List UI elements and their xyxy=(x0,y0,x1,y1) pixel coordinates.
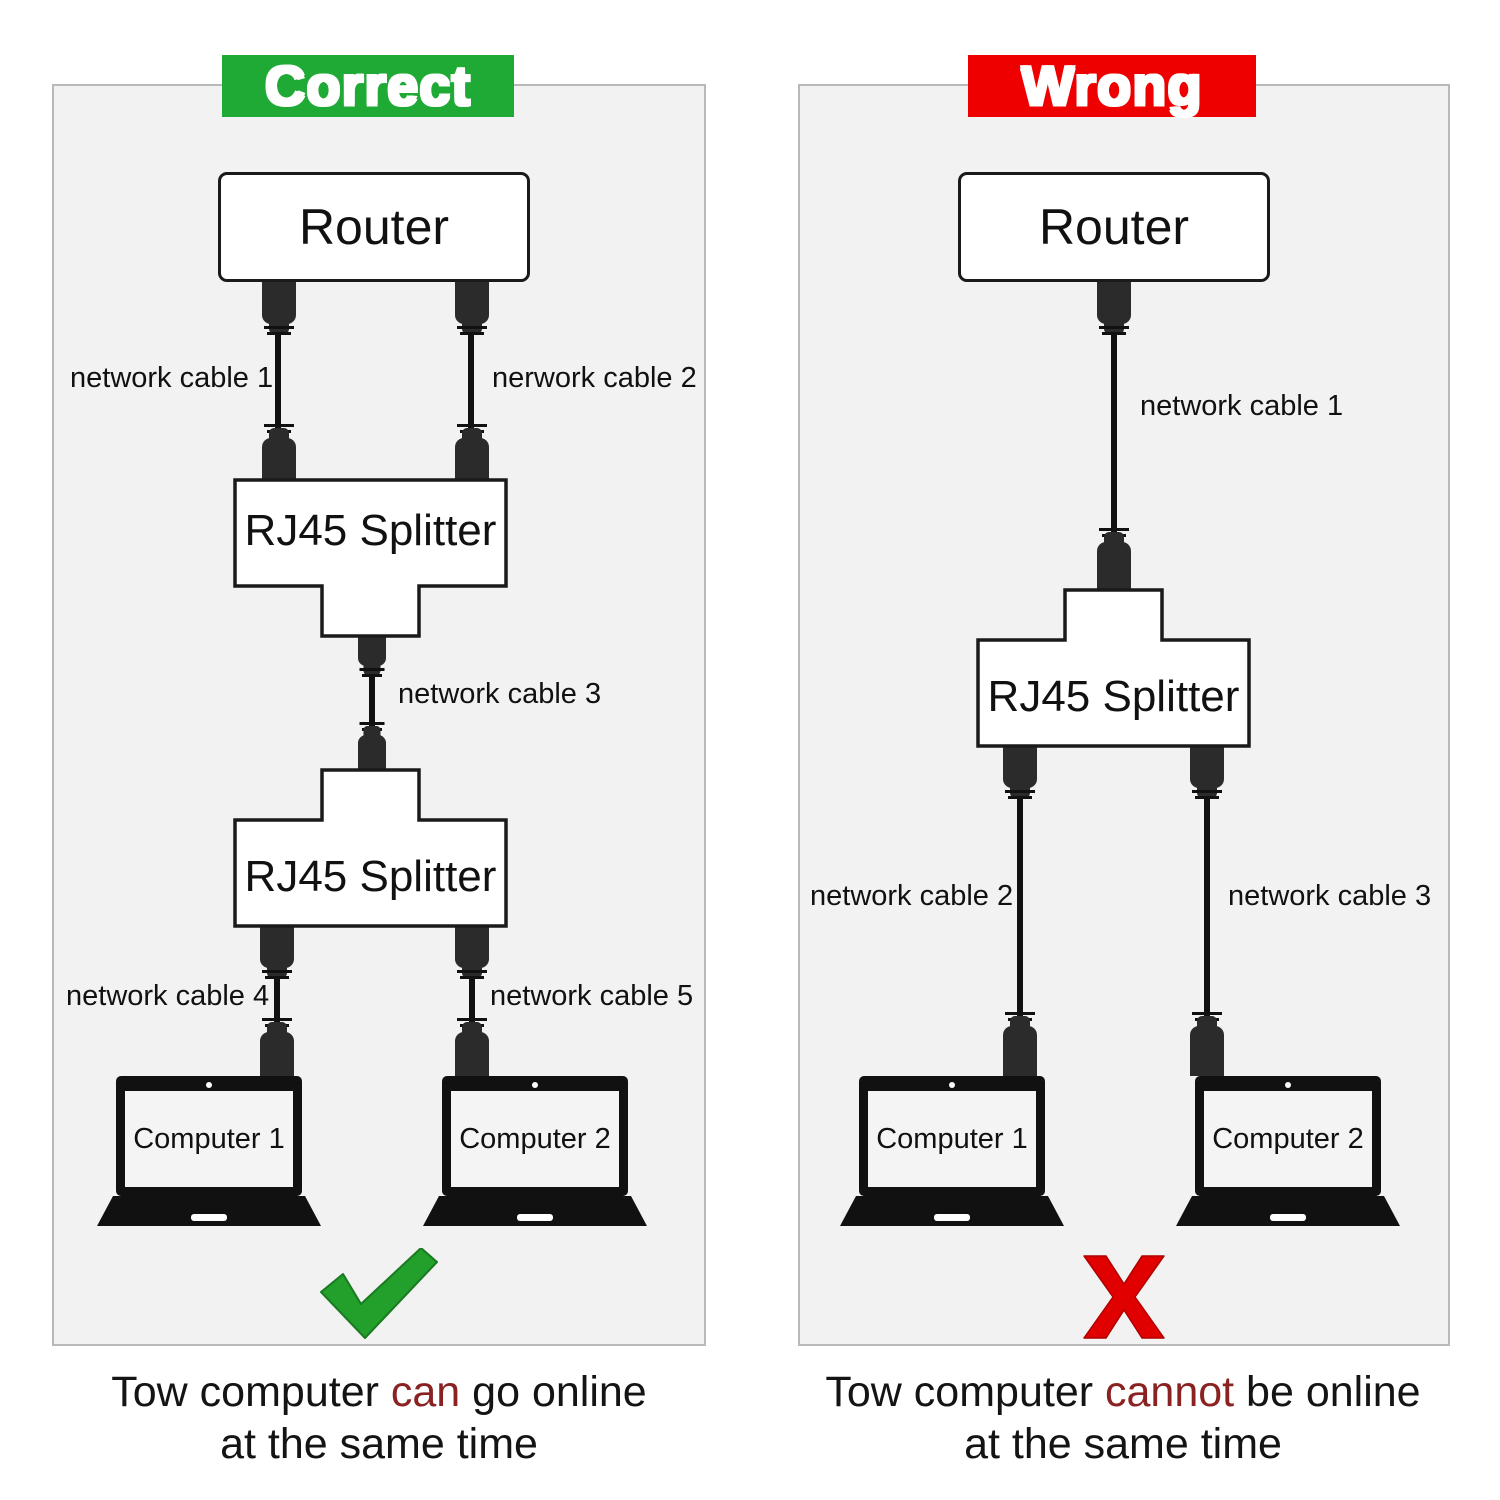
wrong-splitter-label: RJ45 Splitter xyxy=(987,672,1240,721)
cable-3-correct-wire xyxy=(369,674,375,730)
correct-splitter-bottom-label: RJ45 Splitter xyxy=(244,852,497,901)
laptop-lid: Computer 2 xyxy=(1195,1076,1381,1196)
plug-splitter-right-wrong xyxy=(1190,744,1224,799)
webcam-icon xyxy=(532,1082,538,1088)
plug-splitter2-left-correct xyxy=(260,924,294,979)
caption-line1-highlight: cannot xyxy=(1105,1368,1235,1416)
laptop-screen-label: Computer 2 xyxy=(451,1091,619,1187)
cable-5-correct-wire xyxy=(469,976,475,1026)
correct-caption-line1: Tow computer can go online xyxy=(52,1366,706,1418)
plug-router-left-correct xyxy=(262,282,296,335)
x-mark-icon xyxy=(1082,1254,1166,1340)
laptop-base xyxy=(423,1196,647,1226)
laptop-screen-label: Computer 1 xyxy=(125,1091,293,1187)
cable-1-correct-wire xyxy=(275,332,281,434)
plug-computer2-wrong xyxy=(1190,1012,1224,1076)
webcam-icon xyxy=(206,1082,212,1088)
laptop-base xyxy=(840,1196,1064,1226)
laptop-lid: Computer 2 xyxy=(442,1076,628,1196)
wrong-router-box: Router xyxy=(958,172,1270,282)
correct-splitter-top-label: RJ45 Splitter xyxy=(244,506,497,555)
cable-label-2-correct: nerwork cable 2 xyxy=(492,362,697,394)
caption-line1-before: Tow computer xyxy=(825,1368,1105,1416)
wrong-badge: Wrong xyxy=(968,55,1256,117)
check-mark-icon xyxy=(317,1248,441,1340)
cable-label-3-wrong: network cable 3 xyxy=(1228,880,1432,912)
laptop-computer2-wrong: Computer 2 xyxy=(1176,1076,1400,1226)
correct-badge: Correct xyxy=(222,55,514,117)
laptop-computer1-wrong: Computer 1 xyxy=(840,1076,1064,1226)
plug-router-wrong xyxy=(1097,282,1131,335)
cable-label-5-correct: network cable 5 xyxy=(490,980,694,1012)
laptop-screen-label: Computer 1 xyxy=(868,1091,1036,1187)
cable-label-4-correct: network cable 4 xyxy=(66,980,270,1012)
wrong-caption-line1: Tow computer cannot be online xyxy=(796,1366,1450,1418)
cable-3-wrong-wire xyxy=(1204,796,1210,1018)
laptop-base xyxy=(97,1196,321,1226)
cable-label-1-wrong: network cable 1 xyxy=(1140,390,1344,422)
plug-splitter-in-wrong xyxy=(1097,528,1131,592)
correct-router-box: Router xyxy=(218,172,530,282)
cable-2-correct-wire xyxy=(468,332,474,434)
plug-splitter2-right-correct xyxy=(455,924,489,979)
plug-computer1-correct xyxy=(260,1018,294,1076)
correct-splitter-bottom: RJ45 Splitter xyxy=(233,768,508,928)
webcam-icon xyxy=(1285,1082,1291,1088)
wrong-splitter: RJ45 Splitter xyxy=(976,588,1251,748)
correct-caption: Tow computer can go online at the same t… xyxy=(52,1366,706,1471)
wrong-caption-line2: at the same time xyxy=(964,1420,1282,1469)
cable-1-wrong-wire xyxy=(1111,332,1117,536)
correct-splitter-top: RJ45 Splitter xyxy=(233,478,508,638)
cable-label-2-wrong: network cable 2 xyxy=(810,880,1014,912)
laptop-lid: Computer 1 xyxy=(116,1076,302,1196)
laptop-computer2-correct: Computer 2 xyxy=(423,1076,647,1226)
laptop-screen-label: Computer 2 xyxy=(1204,1091,1372,1187)
plug-router-right-correct xyxy=(455,282,489,335)
plug-splitter-left-wrong xyxy=(1003,744,1037,799)
plug-computer2-correct xyxy=(455,1018,489,1076)
plug-computer1-wrong xyxy=(1003,1012,1037,1076)
caption-line1-highlight: can xyxy=(390,1368,461,1416)
cable-label-1-correct: network cable 1 xyxy=(70,362,274,394)
caption-line1-after: be online xyxy=(1234,1368,1421,1416)
plug-splitter2-in-correct xyxy=(358,722,386,774)
caption-line1-after: go online xyxy=(460,1368,647,1416)
correct-caption-line2: at the same time xyxy=(220,1420,538,1469)
laptop-base xyxy=(1176,1196,1400,1226)
wrong-caption: Tow computer cannot be online at the sam… xyxy=(796,1366,1450,1471)
caption-line1-before: Tow computer xyxy=(111,1368,391,1416)
laptop-computer1-correct: Computer 1 xyxy=(97,1076,321,1226)
plug-splitter1-right-correct xyxy=(455,424,489,486)
plug-splitter1-left-correct xyxy=(262,424,296,486)
webcam-icon xyxy=(949,1082,955,1088)
laptop-lid: Computer 1 xyxy=(859,1076,1045,1196)
cable-label-3-correct: network cable 3 xyxy=(398,678,602,710)
cable-4-correct-wire xyxy=(274,976,280,1026)
cable-2-wrong-wire xyxy=(1017,796,1023,1018)
